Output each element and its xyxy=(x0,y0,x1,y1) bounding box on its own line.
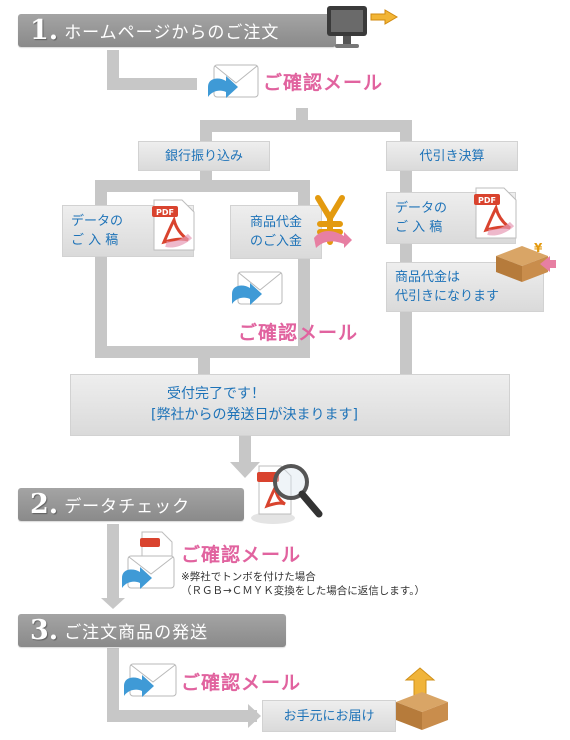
confirm-mail-label: ご確認メール xyxy=(263,72,384,94)
step-2-number: 2. xyxy=(30,489,59,520)
flow-line xyxy=(107,710,257,722)
cod-data-line1: データの xyxy=(395,201,448,216)
bank-transfer-label: 銀行振り込み xyxy=(138,141,270,171)
step-3-title: ご注文商品の発送 xyxy=(64,623,209,643)
order-accepted: 受付完了です！ [弊社からの発送日が決まります] xyxy=(70,374,510,436)
monitor-icon xyxy=(327,6,398,48)
bank-pay-line2: のご入金 xyxy=(249,234,302,249)
confirm-mail-label: ご確認メール xyxy=(181,544,302,566)
tombo-note-line2: （ＲＧＢ→ＣＭＹＫ変換をした場合に返信します。） xyxy=(181,585,425,597)
flow-arrowhead xyxy=(230,462,260,478)
mail-icon xyxy=(208,64,259,98)
step-3-header: 3. ご注文商品の発送 xyxy=(18,614,286,647)
flow-line xyxy=(400,120,412,380)
mail-icon xyxy=(232,271,283,305)
svg-text:PDF: PDF xyxy=(156,208,174,217)
tombo-note-line1: ※弊社でトンボを付けた場合 xyxy=(181,571,316,583)
flow-line xyxy=(200,120,412,132)
flow-line xyxy=(107,78,197,90)
cod-label: 代引き決算 xyxy=(386,141,518,171)
svg-text:¥: ¥ xyxy=(534,241,543,255)
pdf-icon: PDF xyxy=(152,199,195,251)
flow-line xyxy=(198,346,210,376)
bank-data-line2: ご 入 稿 xyxy=(71,233,119,248)
step-2-title: データチェック xyxy=(64,497,191,517)
svg-text:PDF: PDF xyxy=(478,196,496,205)
bank-pay-line1: 商品代金 xyxy=(249,215,302,230)
box-icon xyxy=(396,667,448,730)
mail-icon xyxy=(122,531,175,589)
step-1-header: 1. ホームページからのご注文 xyxy=(18,14,336,47)
step-1-number: 1. xyxy=(30,15,59,46)
accepted-line1: 受付完了です！ xyxy=(167,386,265,402)
cod-pay-line1: 商品代金は xyxy=(395,270,461,285)
cod-data-line2: ご 入 稿 xyxy=(395,220,443,235)
flow-line xyxy=(107,524,119,602)
delivery-box: お手元にお届け xyxy=(262,700,396,732)
cod-pay-line2: 代引きになります xyxy=(395,289,500,304)
step-2-header: 2. データチェック xyxy=(18,488,244,521)
pdf-icon: PDF xyxy=(474,187,517,239)
mail-icon xyxy=(124,663,177,697)
confirm-mail-label: ご確認メール xyxy=(181,672,302,694)
confirm-mail-label: ご確認メール xyxy=(238,322,359,344)
step-3-number: 3. xyxy=(30,615,59,646)
flow-line xyxy=(239,436,251,466)
flow-line xyxy=(95,180,310,192)
yen-icon xyxy=(314,195,352,248)
magnifier-icon xyxy=(251,464,323,524)
step-1-title: ホームページからのご注文 xyxy=(64,23,280,43)
flow-line xyxy=(107,648,119,720)
flow-arrowhead xyxy=(101,598,125,609)
bank-data-line1: データの xyxy=(71,214,124,229)
box-icon: ¥ xyxy=(496,241,556,282)
bank-payment: 商品代金 のご入金 xyxy=(230,205,322,259)
flow-arrowhead xyxy=(248,704,261,728)
accepted-line2: [弊社からの発送日が決まります] xyxy=(151,407,358,423)
